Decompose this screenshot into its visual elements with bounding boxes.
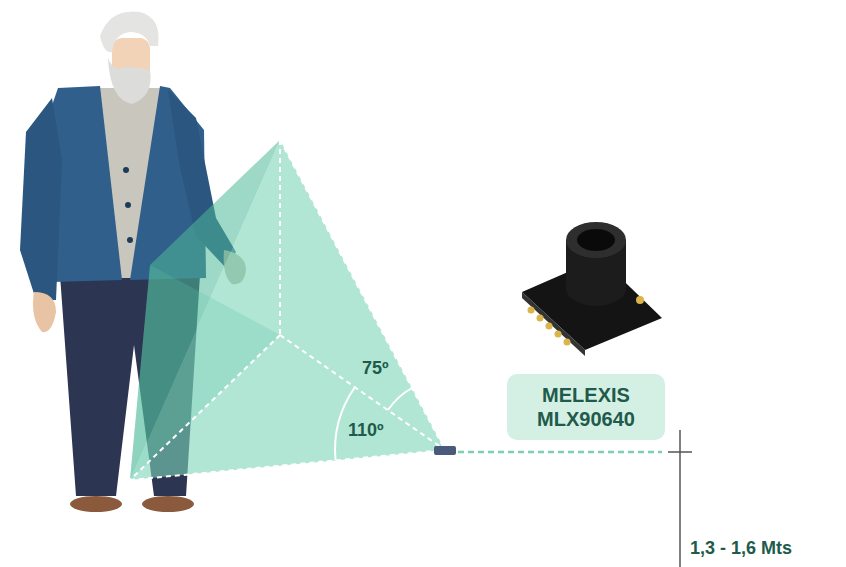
leader-line: [458, 451, 662, 454]
label-box: MELEXIS MLX90640: [507, 374, 665, 440]
box-text: MELEXIS MLX90640: [517, 383, 655, 431]
sensor: [434, 446, 456, 455]
field-of-view: [130, 140, 445, 480]
shoe: [70, 496, 122, 512]
beard: [108, 58, 151, 104]
hand: [33, 292, 56, 332]
dimension-line: [679, 430, 681, 567]
shoe: [142, 496, 194, 512]
hair: [100, 12, 159, 53]
dimension-tick: [668, 451, 692, 453]
sensor-board: [522, 222, 662, 356]
angle-label: 75º: [362, 358, 389, 379]
arm: [20, 98, 62, 300]
angle-label: 110º: [348, 420, 384, 441]
angle-arc: [388, 388, 412, 410]
dimension-label: 1,3 - 1,6 Mts: [690, 538, 792, 559]
